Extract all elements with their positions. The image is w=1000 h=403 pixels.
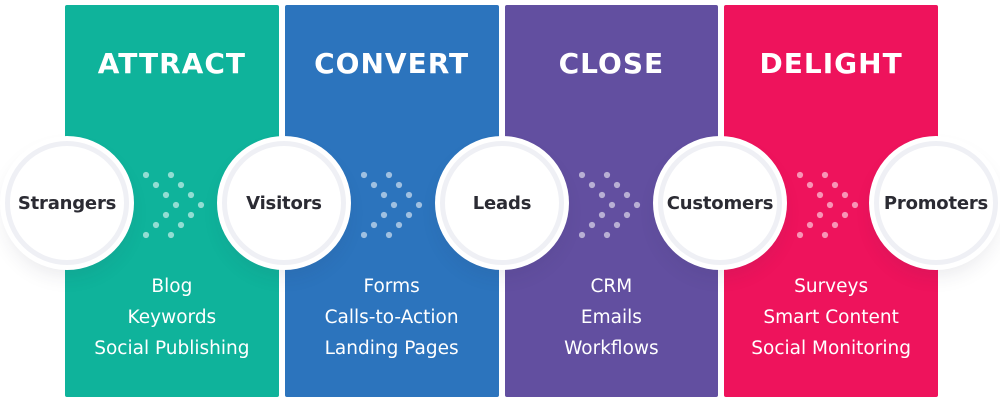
persona-circle-leads: Leads: [440, 141, 564, 265]
stage-tool-item: Forms: [363, 276, 420, 297]
stage-tool-item: Blog: [151, 276, 193, 297]
stage-tool-item: Surveys: [794, 276, 869, 297]
persona-label: Customers: [666, 192, 774, 214]
stage-tools: Surveys Smart Content Social Monitoring: [751, 271, 911, 397]
persona-circle-promoters: Promoters: [874, 141, 998, 265]
stage-tools: CRM Emails Workflows: [564, 271, 659, 397]
stage-tool-item: Social Publishing: [94, 338, 250, 359]
stage-tools: Blog Keywords Social Publishing: [94, 271, 249, 397]
stage-tool-item: CRM: [590, 276, 633, 297]
stage-tool-item: Smart Content: [763, 307, 899, 328]
dotted-arrow-icon: [143, 170, 207, 240]
stage-tool-item: Social Monitoring: [751, 338, 911, 359]
dotted-arrow-icon: [579, 170, 643, 240]
dotted-arrow-icon: [361, 170, 425, 240]
persona-label: Leads: [472, 192, 532, 214]
persona-label: Promoters: [883, 192, 989, 214]
persona-circle-customers: Customers: [658, 141, 782, 265]
stage-title: CLOSE: [558, 47, 665, 80]
stage-tool-item: Emails: [580, 307, 642, 328]
stage-title: CONVERT: [314, 47, 470, 80]
stage-title: DELIGHT: [759, 47, 903, 80]
stage-tool-item: Workflows: [564, 338, 659, 359]
stage-tools: Forms Calls-to-Action Landing Pages: [325, 271, 459, 397]
persona-label: Strangers: [17, 192, 117, 214]
dotted-arrow-icon: [797, 170, 861, 240]
persona-circle-strangers: Strangers: [5, 141, 129, 265]
stage-tool-item: Landing Pages: [324, 338, 459, 359]
persona-circle-visitors: Visitors: [222, 141, 346, 265]
stage-title: ATTRACT: [97, 47, 246, 80]
stage-tool-item: Keywords: [127, 307, 217, 328]
persona-label: Visitors: [246, 192, 322, 214]
stage-tool-item: Calls-to-Action: [324, 307, 459, 328]
